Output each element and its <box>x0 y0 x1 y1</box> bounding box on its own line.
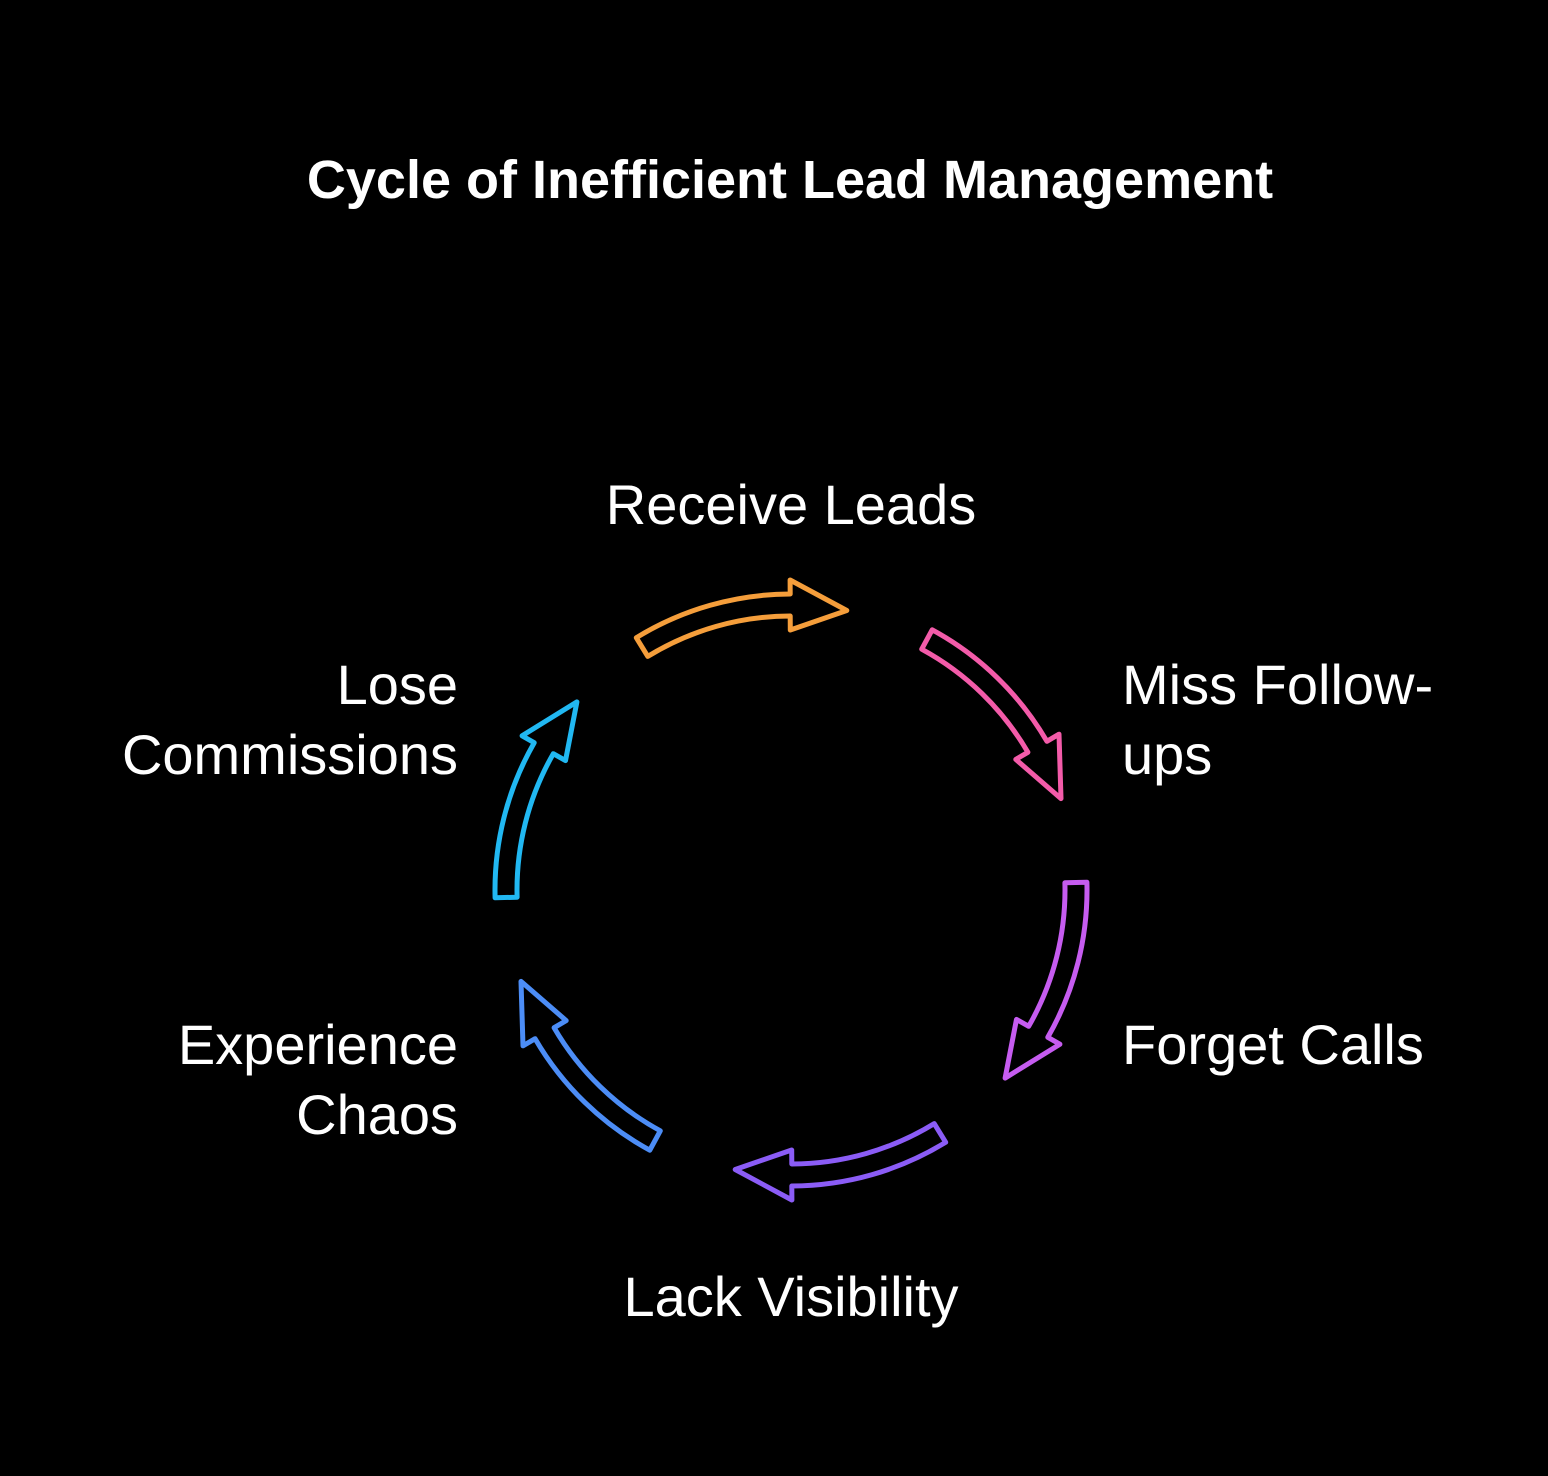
step-label-receive-leads: Receive Leads <box>605 473 977 536</box>
step-label-lack-visibility: Lack Visibility <box>623 1265 959 1328</box>
cycle-arrow-receive-leads <box>633 577 850 659</box>
step-label-lose-commissions: Lose Commissions <box>121 653 458 786</box>
cycle-arrow-lose-commissions <box>492 699 580 901</box>
cycle-arrow-forget-calls <box>1002 879 1090 1081</box>
cycle-arrow-miss-follow-ups <box>919 627 1064 802</box>
cycle-arrow-experience-chaos <box>518 978 663 1153</box>
step-label-experience-chaos: Experience Chaos <box>177 1013 458 1146</box>
cycle-arrow-lack-visibility <box>732 1121 949 1203</box>
step-label-miss-follow-ups: Miss Follow- ups <box>1122 653 1434 786</box>
diagram-title: Cycle of Inefficient Lead Management <box>306 150 1274 210</box>
step-label-forget-calls: Forget Calls <box>1122 1013 1424 1076</box>
